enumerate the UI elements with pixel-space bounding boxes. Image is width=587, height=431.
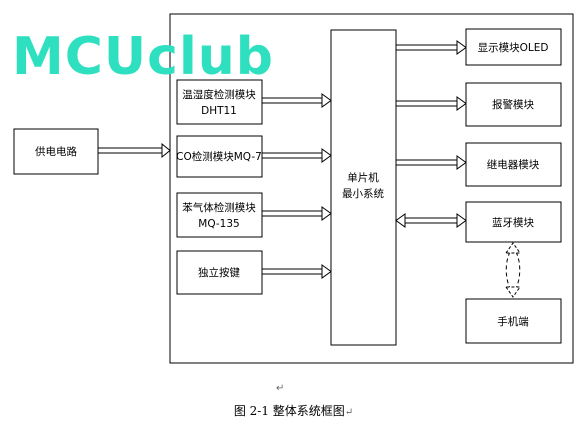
independent-key-label: 独立按键 [198, 266, 240, 279]
bluetooth-label: 蓝牙模块 [492, 217, 534, 229]
figure-caption-text: 图 2-1 整体系统框图 [233, 404, 345, 418]
wireless-link-arrow [505, 242, 521, 298]
key-arrow [262, 264, 332, 279]
temp-humidity-arrow [262, 93, 332, 108]
oled-display-block: 显示模块OLED [465, 28, 562, 66]
relay-label: 继电器模块 [487, 158, 540, 171]
co-module-block: CO检测模块MQ-7 [176, 135, 263, 178]
relay-block: 继电器模块 [465, 142, 562, 187]
temp-humidity-model-label: DHT11 [201, 105, 237, 117]
relay-arrow [396, 155, 467, 170]
mcu-label-line1: 单片机 [347, 171, 379, 184]
figure-caption: 图 2-1 整体系统框图↵ [0, 402, 587, 419]
power-supply-block: 供电电路 [13, 128, 99, 175]
mcu-label-line2: 最小系统 [342, 187, 384, 200]
alarm-arrow [396, 96, 467, 111]
independent-key-block: 独立按键 [176, 250, 263, 295]
temp-humidity-module-label: 温湿度检测模块 [182, 88, 256, 101]
benzene-model-label: MQ-135 [198, 218, 239, 230]
power-arrow [98, 142, 171, 159]
mcu-block: 单片机 最小系统 [330, 29, 397, 346]
temp-humidity-module-block: 温湿度检测模块 DHT11 [176, 79, 263, 125]
oled-display-label: 显示模块OLED [478, 42, 549, 54]
benzene-module-label: 苯气体检测模块 [182, 201, 256, 214]
bluetooth-bidirectional-arrow [395, 213, 467, 228]
co-arrow [262, 148, 332, 163]
bluetooth-block: 蓝牙模块 [465, 201, 562, 243]
benzene-arrow [262, 206, 332, 221]
system-frame [169, 13, 574, 364]
benzene-module-block: 苯气体检测模块 MQ-135 [176, 192, 263, 238]
watermark-logo: MCUclub [12, 27, 274, 87]
alarm-block: 报警模块 [465, 82, 562, 127]
oled-arrow [396, 40, 467, 55]
paragraph-mark: ↵ [276, 383, 285, 394]
phone-label: 手机端 [497, 315, 529, 328]
caption-paragraph-mark: ↵ [344, 407, 354, 418]
co-module-label: CO检测模块MQ-7 [176, 150, 262, 163]
alarm-label: 报警模块 [492, 98, 534, 111]
power-supply-label: 供电电路 [35, 145, 77, 158]
phone-block: 手机端 [465, 298, 562, 344]
